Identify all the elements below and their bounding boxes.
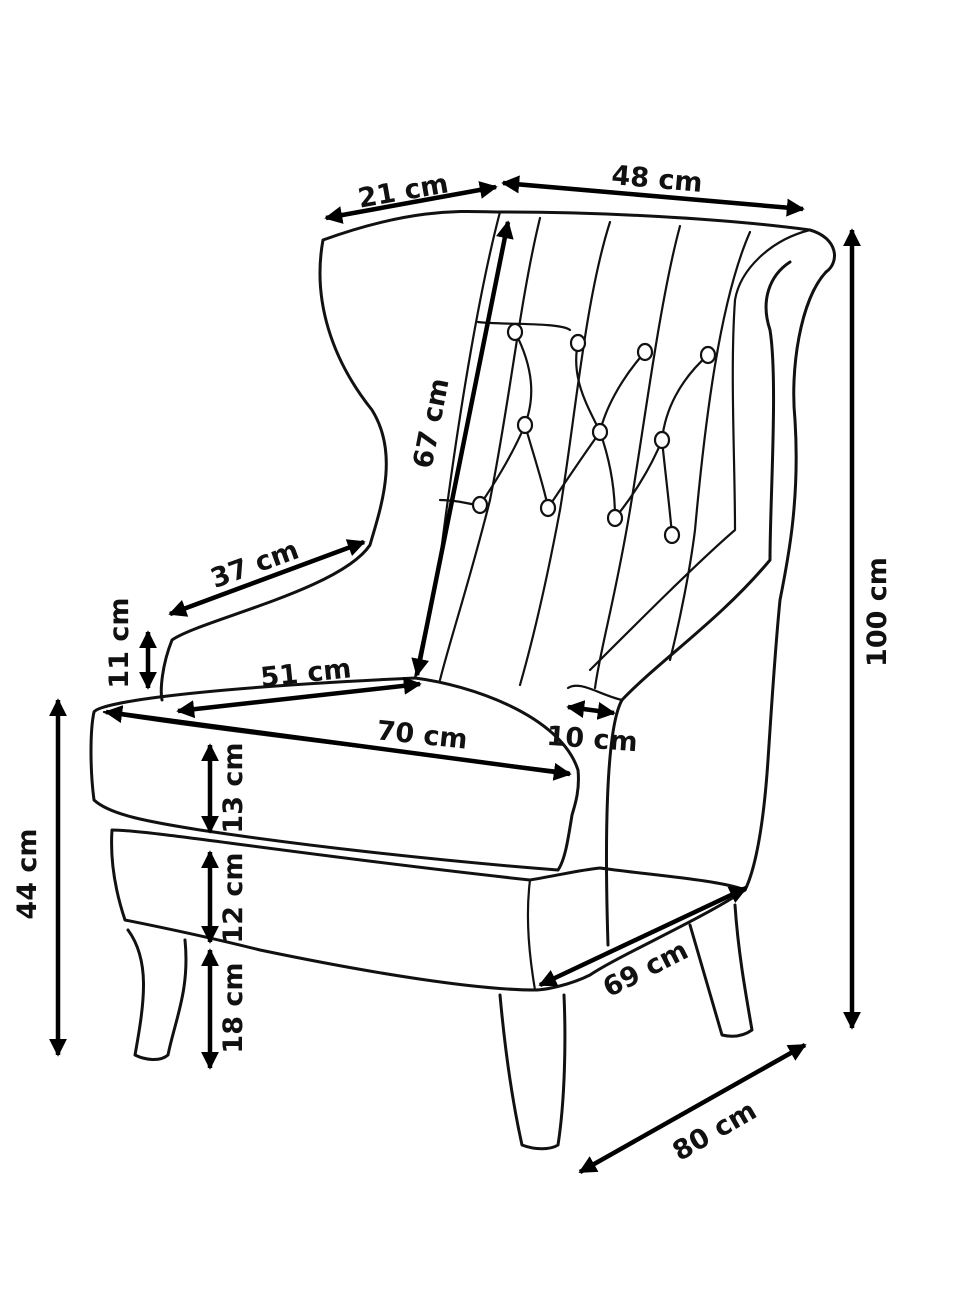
right-wing-outline (743, 270, 828, 892)
back-channel-4 (668, 230, 752, 662)
armrest-length-label: 37 cm (207, 535, 303, 595)
seat-depth-label: 51 cm (259, 653, 353, 693)
tufting-buttons (471, 322, 717, 545)
arm-width-label: 10 cm (546, 721, 639, 758)
overall-height-label: 100 cm (862, 557, 893, 667)
right-arm-front (604, 260, 792, 947)
base-height-label: 12 cm (218, 852, 249, 943)
front-left-leg (126, 928, 188, 1061)
right-wing-inner (588, 228, 812, 672)
back-channel-2 (518, 220, 612, 687)
dimension-arrows (49, 175, 861, 1174)
back-channel-3 (593, 224, 682, 690)
front-right-leg (498, 993, 567, 1151)
armrest-length-arrow (168, 539, 366, 617)
wing-depth-arrow (324, 181, 498, 224)
wing-depth-label: 21 cm (356, 168, 451, 214)
left-wing-outline (159, 209, 502, 702)
seat-height-label: 44 cm (12, 828, 43, 919)
backrest-height-arrow (411, 220, 514, 677)
cushion-thickness-label: 13 cm (218, 742, 249, 833)
arm-width-arrow (566, 700, 616, 720)
frame-depth-arrow (538, 885, 748, 988)
overall-depth-label: 80 cm (668, 1095, 762, 1167)
armrest-height-label: 11 cm (104, 597, 135, 688)
backrest-height-label: 67 cm (408, 376, 456, 471)
right-arm-top (566, 684, 624, 702)
leg-height-label: 18 cm (218, 962, 249, 1053)
armchair-drawing (89, 209, 836, 1151)
dimension-labels: 21 cm 48 cm 100 cm 67 cm 37 cm 11 cm 51 … (12, 160, 893, 1167)
overall-depth-arrow (578, 1043, 807, 1174)
seat-width-arrow (104, 705, 572, 781)
base-front-edge (526, 878, 537, 992)
back-width-arrow (501, 175, 805, 217)
seat-cushion (89, 676, 580, 872)
back-right-leg (688, 903, 754, 1038)
backrest-top (498, 210, 836, 274)
